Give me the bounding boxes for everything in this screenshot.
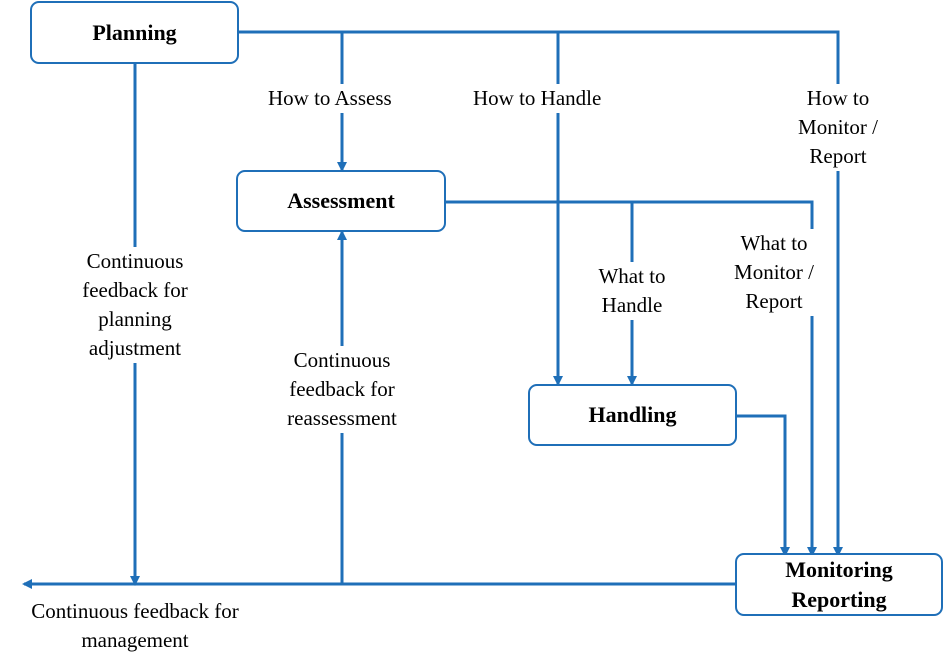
what-to-handle-line: Handle <box>601 293 663 317</box>
handling-label: Handling <box>588 402 677 427</box>
how-to-monitor-line: Monitor / <box>798 115 878 139</box>
feedback-management-label: Continuous feedback for management <box>10 597 260 655</box>
monitoring-reporting-node: Monitoring Reporting <box>735 553 943 616</box>
feedback-management-line: Continuous feedback for <box>31 599 239 623</box>
how-to-monitor-label: How to Monitor / Report <box>788 84 888 171</box>
how-to-monitor-line: How to <box>806 86 870 110</box>
feedback-planning-label: Continuous feedback for planning adjustm… <box>76 247 194 363</box>
what-to-monitor-line: Monitor / <box>734 260 814 284</box>
planning-label: Planning <box>92 19 177 45</box>
feedback-reassessment-line: reassessment <box>287 406 397 430</box>
how-to-handle-label: How to Handle <box>473 84 602 113</box>
handling-to-monitoring-arrow <box>736 414 790 557</box>
assessment-bus-line <box>445 200 817 557</box>
how-to-assess-text: How to Assess <box>268 86 392 110</box>
assessment-label: Assessment <box>287 188 395 213</box>
handling-node: Handling <box>528 384 737 446</box>
how-to-monitor-line: Report <box>809 144 867 168</box>
assessment-node: Assessment <box>236 170 446 232</box>
how-to-handle-text: How to Handle <box>473 86 602 110</box>
feedback-planning-line: feedback for <box>82 278 188 302</box>
what-to-monitor-line: What to <box>740 231 808 255</box>
what-to-handle-line: What to <box>598 264 666 288</box>
feedback-reassessment-line: feedback for <box>289 377 395 401</box>
monitoring-label: Monitoring <box>785 556 893 582</box>
what-to-monitor-label: What to Monitor / Report <box>722 229 826 316</box>
planning-node: Planning <box>30 1 239 64</box>
reporting-label: Reporting <box>791 586 887 612</box>
how-to-assess-label: How to Assess <box>268 84 392 113</box>
feedback-planning-line: Continuous <box>86 249 184 273</box>
feedback-planning-line: adjustment <box>88 336 182 360</box>
what-to-monitor-line: Report <box>745 289 803 313</box>
feedback-management-line: management <box>81 628 189 652</box>
feedback-planning-line: planning <box>98 307 172 331</box>
feedback-reassessment-line: Continuous <box>293 348 391 372</box>
planning-bus-line <box>238 30 843 557</box>
what-to-handle-label: What to Handle <box>586 262 678 320</box>
feedback-reassessment-label: Continuous feedback for reassessment <box>270 346 414 433</box>
